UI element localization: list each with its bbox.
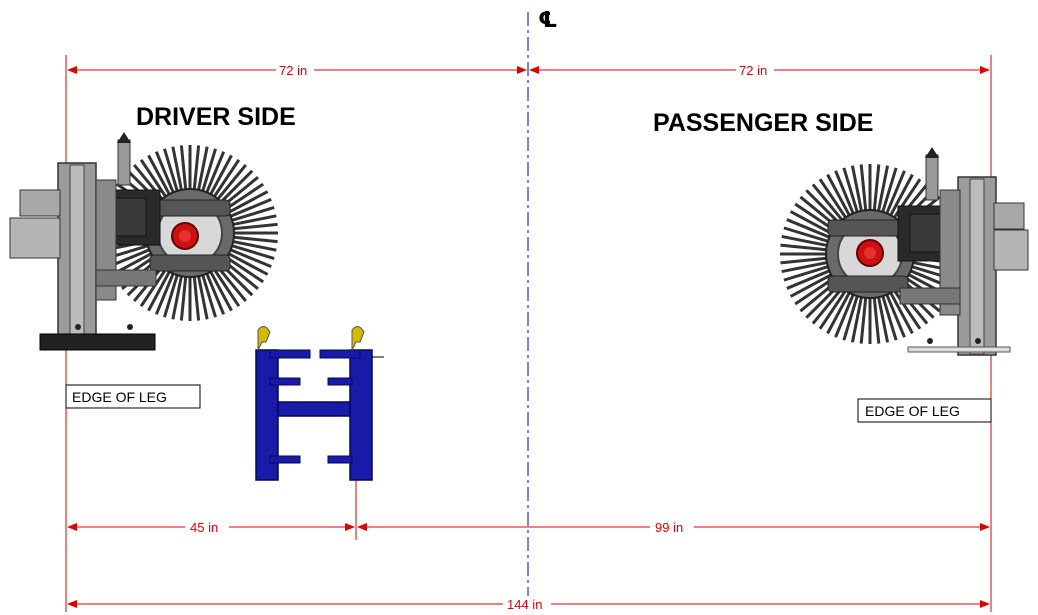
rotor-fin	[207, 267, 233, 312]
rotor-fin	[171, 271, 184, 320]
edge-of-leg-left-label: EDGE OF LEG	[72, 389, 167, 405]
rotor-fin	[850, 165, 864, 216]
rotor-fin	[171, 146, 184, 195]
edge-of-leg-left-box: EDGE OF LEG	[65, 384, 201, 409]
rotor-fin	[179, 272, 188, 321]
rotor-fin	[781, 234, 832, 248]
rotor-fin	[192, 272, 201, 321]
rotor-fin	[859, 164, 868, 215]
driver-side-title: DRIVER SIDE	[136, 103, 296, 131]
dimension-labels: 72 in 72 in 45 in 99 in 144 in	[185, 62, 774, 612]
rotor-fin	[179, 145, 188, 194]
rotor-fin	[147, 267, 173, 312]
rotor-fin	[786, 267, 834, 290]
rotor-fin	[224, 190, 269, 216]
rotor-fin	[826, 288, 853, 335]
rotor-fin	[786, 218, 834, 241]
dim-top-left: 72 in	[279, 63, 307, 78]
rotor-fin	[781, 260, 832, 274]
passenger-side-rotor-assembly	[780, 147, 1029, 356]
rotor-fin	[210, 158, 241, 201]
rotor-fin	[203, 151, 226, 197]
rotor-fin	[850, 292, 864, 343]
rotor-fin	[783, 226, 833, 244]
rotor-fin	[200, 148, 217, 196]
rotor-fin	[842, 291, 860, 341]
rotor-fin	[226, 197, 272, 220]
rotor-fin	[139, 158, 170, 201]
dim-top-right: 72 in	[739, 63, 767, 78]
rotor-fin	[883, 170, 906, 218]
rotor-fin	[203, 269, 226, 315]
rotor-fin	[163, 148, 180, 196]
edge-of-leg-right-box: EDGE OF LEG	[857, 398, 992, 423]
rotor-fin	[780, 256, 831, 265]
rotor-fin	[228, 214, 277, 227]
rotor-fin	[890, 286, 922, 330]
stand-hook-left	[257, 326, 271, 351]
rotor-fin	[876, 292, 890, 343]
rotor-fin	[196, 146, 209, 195]
rotor-fin	[207, 154, 233, 199]
centerline: ℄	[527, 8, 558, 605]
centerline-symbol: ℄	[538, 8, 558, 33]
rotor-fin	[872, 164, 881, 215]
rotor-fin	[210, 265, 241, 308]
passenger-rotor-fins	[780, 164, 960, 344]
rotor-fin	[780, 243, 831, 252]
dim-overall: 144 in	[507, 597, 542, 612]
dim-bottom-right: 99 in	[655, 520, 683, 535]
rotor-fin	[147, 154, 173, 199]
rotor-fin	[842, 167, 860, 217]
rotor-fin	[876, 165, 890, 216]
rotor-fin	[818, 178, 850, 222]
rotor-fin	[154, 269, 177, 315]
rotor-fin	[789, 271, 836, 298]
rotor-fin	[227, 206, 275, 223]
rotor-fin	[192, 145, 201, 194]
rotor-fin	[880, 291, 898, 341]
rotor-fin	[783, 264, 833, 282]
edge-of-leg-right-label: EDGE OF LEG	[865, 403, 960, 419]
rotor-fin	[834, 290, 857, 338]
rotor-fin	[229, 222, 278, 231]
rotor-fin	[214, 164, 247, 204]
rotor-fin	[859, 293, 868, 344]
rotor-fin	[890, 178, 922, 222]
rotor-fin	[229, 235, 278, 244]
rotor-fin	[217, 169, 254, 206]
stand-hook-right	[351, 326, 365, 351]
rotor-fin	[224, 250, 269, 276]
rotor-fin	[826, 173, 853, 220]
rotor-fin	[834, 170, 857, 218]
rotor-fin	[163, 270, 180, 318]
alignment-stand	[255, 326, 384, 481]
rotor-fin	[154, 151, 177, 197]
rotor-fin	[883, 290, 906, 338]
rotor-fin	[200, 270, 217, 318]
dim-bottom-left: 45 in	[190, 520, 218, 535]
rotor-fin	[789, 210, 836, 237]
passenger-side-title: PASSENGER SIDE	[653, 109, 873, 137]
rotor-fin	[880, 167, 898, 217]
rotor-fin	[196, 271, 209, 320]
rotor-fin	[872, 293, 881, 344]
rotor-fin	[887, 288, 914, 335]
rotor-fin	[228, 239, 277, 252]
driver-side-rotor-assembly	[9, 132, 278, 351]
rotor-fin	[227, 243, 275, 260]
rotor-fin	[887, 173, 914, 220]
rotor-fin	[818, 286, 850, 330]
rotor-fin	[226, 246, 272, 269]
rotor-fin	[811, 183, 846, 225]
